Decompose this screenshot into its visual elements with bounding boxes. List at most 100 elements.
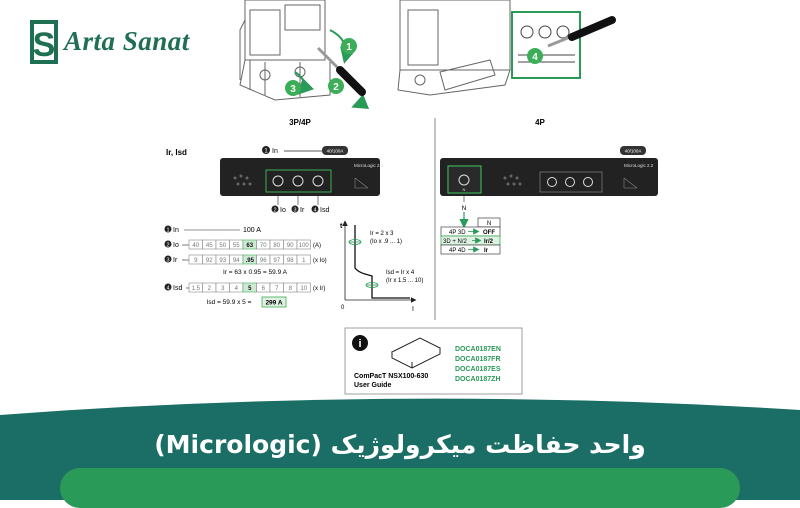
svg-text:3D + N/2: 3D + N/2 <box>443 239 468 245</box>
device-tag-right <box>620 146 646 155</box>
svg-text:100 A: 100 A <box>243 227 261 234</box>
svg-text:Ir = 2 x 3: Ir = 2 x 3 <box>370 231 394 237</box>
svg-text:3: 3 <box>290 84 296 95</box>
io-row-cell-value: 90 <box>287 243 294 249</box>
svg-text:4P 3D: 4P 3D <box>449 230 466 236</box>
isd-row-cell-value: 5 <box>248 286 252 292</box>
isd-row-cell-value: 4 <box>235 286 239 292</box>
svg-text:299 A: 299 A <box>265 300 282 307</box>
user-guide-box: i ComPacT NSX100-630 User Guide DOCA0187… <box>344 327 523 395</box>
svg-text:Isd = Ir x 4: Isd = Ir x 4 <box>386 270 415 276</box>
io-row-cell-value: 40 <box>192 243 199 249</box>
ir-row-cell-value: 96 <box>260 258 267 264</box>
svg-text:0: 0 <box>341 305 345 311</box>
banner-title: واحد حفاظت میکرولوژیک (Micrologic) <box>154 430 646 459</box>
svg-text:S: S <box>33 26 56 64</box>
top-right-illustration: 4 <box>397 0 616 96</box>
svg-text:User Guide: User Guide <box>354 382 391 389</box>
svg-text:Isd = 59.9 x 5 =: Isd = 59.9 x 5 = <box>207 299 252 306</box>
isd-row-cell-value: 6 <box>262 286 266 292</box>
ir-row-cell <box>296 254 311 265</box>
svg-text:2: 2 <box>333 82 339 93</box>
svg-text:(x Io): (x Io) <box>313 258 327 264</box>
logo-name: Arta Sanat <box>64 26 190 56</box>
io-row-cell-value: 63 <box>246 243 253 249</box>
io-row-cell-value: 70 <box>260 243 267 249</box>
micrologic-unit-right: MicroLogic 2.2 N <box>440 158 658 196</box>
svg-text:Ir: Ir <box>300 207 305 214</box>
svg-text:N: N <box>487 221 491 227</box>
right-section-title: 4P <box>535 118 545 127</box>
svg-text:4: 4 <box>532 52 538 63</box>
svg-text:3: 3 <box>293 208 296 214</box>
svg-text:Io: Io <box>280 207 286 214</box>
svg-text:Io: Io <box>173 242 179 249</box>
top-left-illustration: 1 2 3 <box>239 0 370 109</box>
svg-text:DOCA0187EN: DOCA0187EN <box>455 346 501 353</box>
neutral-label: N <box>462 205 467 212</box>
in-marker: 1 In 40/100A <box>262 146 348 155</box>
io-row-cell-value: 80 <box>273 243 280 249</box>
ir-row-cell-value: 97 <box>273 258 280 264</box>
svg-text:i: i <box>358 338 361 350</box>
step-badge-2: 2 <box>328 78 344 94</box>
param-label: Ir, Isd <box>166 148 187 157</box>
ir-row-cell-value: 93 <box>219 258 226 264</box>
info-icon: i <box>352 335 368 351</box>
step-badge-3: 3 <box>285 80 301 96</box>
svg-text:t: t <box>340 223 343 230</box>
svg-text:Isd: Isd <box>173 285 182 292</box>
bottom-accent <box>60 468 740 508</box>
svg-text:In: In <box>272 148 278 155</box>
svg-text:4: 4 <box>166 286 169 292</box>
left-section-title: 3P/4P <box>289 118 311 127</box>
micrologic-unit-left: MicroLogic 2.2 <box>220 158 384 196</box>
isd-row-cell-value: 1.5 <box>192 286 201 292</box>
svg-text:MicroLogic 2.2: MicroLogic 2.2 <box>354 163 384 168</box>
isd-row-cell <box>296 282 311 293</box>
isd-row-cell-value: 3 <box>221 286 225 292</box>
svg-text:Ir: Ir <box>484 248 489 254</box>
svg-text:DOCA0187FR: DOCA0187FR <box>455 356 501 363</box>
svg-text:(Ir x 1.5 ... 10): (Ir x 1.5 ... 10) <box>386 278 423 284</box>
trip-curve: t I 0 Ir = 2 x 3 (Io x .9 ... 1) Isd = I… <box>340 220 423 313</box>
svg-text:Ir: Ir <box>173 257 178 264</box>
screwdriver-icon <box>316 46 366 96</box>
arta-sanat-logo: S <box>30 20 58 64</box>
svg-text:MicroLogic 2.2: MicroLogic 2.2 <box>624 163 654 168</box>
svg-text:4P 4D: 4P 4D <box>449 248 466 254</box>
isd-row-cell-value: 8 <box>289 286 293 292</box>
svg-text:I: I <box>412 306 414 313</box>
svg-text:1: 1 <box>264 149 268 155</box>
svg-text:Isd: Isd <box>320 207 329 214</box>
zoom-frame <box>511 11 581 79</box>
svg-text:40/100A: 40/100A <box>625 149 642 154</box>
isd-row-cell-value: 7 <box>275 286 279 292</box>
book-icon <box>390 337 442 369</box>
ir-row-cell-value: 98 <box>287 258 294 264</box>
ir-row-cell-value: 1 <box>302 258 306 264</box>
io-row-cell-value: 100 <box>299 243 310 249</box>
ir-row-cell-value: 94 <box>233 258 240 264</box>
step-badge-1: 1 <box>341 38 357 54</box>
screwdriver-icon-2 <box>547 16 616 48</box>
svg-text:In: In <box>173 227 179 234</box>
svg-text:N: N <box>463 187 466 192</box>
svg-text:1: 1 <box>166 228 169 234</box>
ir-row-cell-value: 9 <box>194 258 198 264</box>
in-row: 1 In 100 A <box>164 225 261 234</box>
svg-text:(A): (A) <box>313 243 321 249</box>
svg-text:1: 1 <box>346 42 352 53</box>
isd-row-cell-value: 10 <box>300 286 307 292</box>
svg-text:ComPacT NSX100-630: ComPacT NSX100-630 <box>354 373 428 380</box>
neutral-table: N 4P 3D OFF 3D + N/2 Ir/2 4P 4D Ir <box>440 217 501 255</box>
micrologic-diagram: 1 2 3 4 <box>164 0 658 395</box>
svg-text:OFF: OFF <box>483 230 495 236</box>
svg-text:2: 2 <box>166 243 169 249</box>
svg-text:3: 3 <box>166 258 169 264</box>
io-row-cell-value: 45 <box>206 243 213 249</box>
io-row-cell-value: 50 <box>219 243 226 249</box>
